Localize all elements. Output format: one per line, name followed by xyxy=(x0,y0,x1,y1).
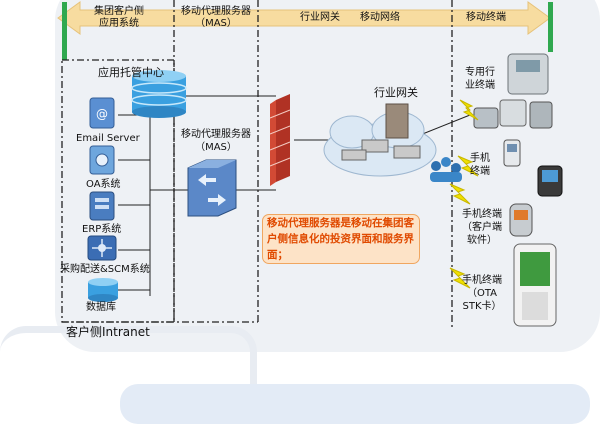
scm-network-icon xyxy=(87,235,117,261)
mobile-phone-icon-3 xyxy=(509,203,533,237)
mobile-phone-icon-2 xyxy=(537,165,563,197)
intranet-label: 客户侧Intranet xyxy=(66,325,150,339)
email-server-label: Email Server xyxy=(76,133,140,144)
industry-terminal-label: 专用行 业终端 xyxy=(465,67,495,91)
database-label: 数据库 xyxy=(86,302,116,313)
hosting-center-label: 应用托管中心 xyxy=(98,66,164,79)
client-software-terminal-label: 手机终端 （客户端 软件） xyxy=(462,209,502,246)
erp-label: ERP系统 xyxy=(82,224,122,235)
signal-bolt-icon xyxy=(459,99,479,121)
email-server-icon: @ xyxy=(89,97,115,129)
svg-text:@: @ xyxy=(96,107,108,121)
database-icon xyxy=(88,278,118,302)
users-icon xyxy=(430,157,462,182)
mobile-terminal-label: 手机 终端 xyxy=(470,153,490,177)
mobile-phone-icon-1 xyxy=(503,139,521,167)
mas-label: 移动代理服务器 （MAS） xyxy=(181,129,251,153)
oa-server-icon xyxy=(89,145,115,175)
gateway-label: 行业网关 xyxy=(374,86,418,99)
ota-terminal-label: 手机终端 （OTA STK卡） xyxy=(462,275,502,312)
scm-label: 采购配送&SCM系统 xyxy=(60,264,150,275)
header-col2-label: 移动代理服务器 （MAS） xyxy=(181,6,251,29)
oa-label: OA系统 xyxy=(86,179,121,190)
background-decoration xyxy=(0,326,257,423)
firewall-icon xyxy=(269,94,291,186)
gateway-cloud-icon xyxy=(323,103,437,177)
mas-callout: 移动代理服务器是移动在集团客户侧信息化的投资界面和服务界面； xyxy=(262,214,420,264)
signal-bolt-icon xyxy=(449,267,471,289)
signal-bolt-icon xyxy=(449,183,471,205)
header-col5-label: 移动终端 xyxy=(466,12,506,23)
erp-server-icon xyxy=(89,191,115,221)
diagram-graphics: @ xyxy=(57,0,563,330)
header-col3-label: 行业网关 xyxy=(300,12,340,23)
sim-phone-icon xyxy=(513,243,557,327)
green-bar-left xyxy=(62,2,67,60)
mas-server-icon xyxy=(187,159,237,217)
signal-bolt-icon xyxy=(457,155,479,177)
header-col1-label: 集团客户侧 应用系统 xyxy=(94,6,144,29)
hosting-center-database-icon xyxy=(131,70,187,118)
green-bar-right xyxy=(548,2,553,52)
header-col4-label: 移动网络 xyxy=(360,12,400,23)
